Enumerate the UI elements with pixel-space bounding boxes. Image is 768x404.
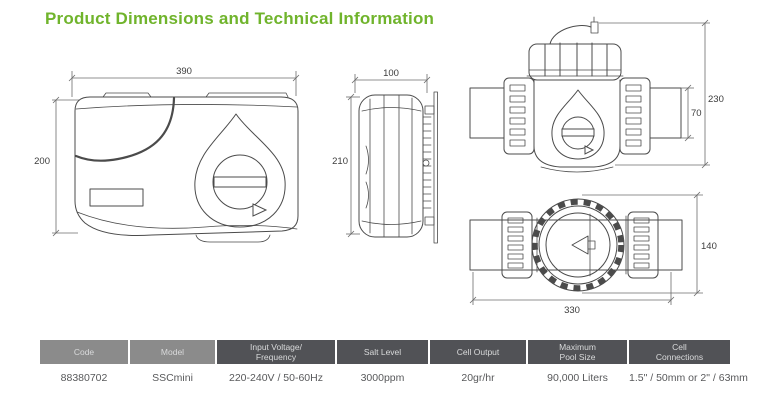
header-line: Model xyxy=(160,347,185,357)
cell-length-dim-label: 330 xyxy=(564,305,580,316)
header-line: Connections xyxy=(655,352,704,362)
cell-value: 90,000 Liters xyxy=(547,372,608,384)
cell-total-height-dim-label: 230 xyxy=(708,94,724,105)
spec-table: Code 88380702 Model SSCmini Input Voltag… xyxy=(40,340,748,384)
cell-value: SSCmini xyxy=(152,372,193,384)
header-line: Input Voltage/ xyxy=(250,342,302,352)
column-header: Salt Level xyxy=(337,340,428,364)
cell-value: 20gr/hr xyxy=(461,372,495,384)
header-line: Frequency xyxy=(255,352,297,362)
cell-side-view-drawing: 70 230 xyxy=(469,16,724,173)
cell-top-height-dim-label: 140 xyxy=(701,241,717,252)
column-header: Code xyxy=(40,340,128,364)
side-width-dim-label: 100 xyxy=(383,68,399,79)
column-header: Cell Output xyxy=(430,340,526,364)
spec-column-salt-level: Salt Level 3000ppm xyxy=(337,340,428,384)
spec-column-cell-output: Cell Output 20gr/hr xyxy=(430,340,526,384)
front-width-dim-label: 390 xyxy=(176,66,192,77)
spec-column-model: Model SSCmini xyxy=(130,340,215,384)
column-header: Model xyxy=(130,340,215,364)
side-view-drawing: 100 210 xyxy=(332,68,438,244)
cell-value: 1.5" / 50mm or 2" / 63mm xyxy=(629,372,748,384)
header-line: Cell Output xyxy=(456,347,500,357)
cell-top-view-drawing: 140 330 xyxy=(469,191,717,316)
spec-column-maximum-pool-size: Maximum Pool Size 90,000 Liters xyxy=(528,340,627,384)
header-line: Maximum xyxy=(559,342,596,352)
front-view-drawing: 390 200 xyxy=(34,66,300,243)
cell-value: 88380702 xyxy=(60,372,108,384)
column-header: Input Voltage/ Frequency xyxy=(217,340,335,364)
header-line: Cell xyxy=(672,342,687,352)
header-line: Code xyxy=(73,347,95,357)
technical-drawings: 390 200 xyxy=(34,16,724,316)
spec-column-code: Code 88380702 xyxy=(40,340,128,384)
spec-column-input-voltage: Input Voltage/ Frequency 220-240V / 50-6… xyxy=(217,340,335,384)
cell-value: 220-240V / 50-60Hz xyxy=(229,372,323,384)
header-line: Salt Level xyxy=(363,347,402,357)
column-header: Maximum Pool Size xyxy=(528,340,627,364)
cell-pipe-height-dim-label: 70 xyxy=(691,108,702,119)
drop-logo-icon xyxy=(194,113,286,228)
cell-value: 3000ppm xyxy=(360,372,405,384)
drop-logo-icon xyxy=(551,89,605,160)
front-height-dim-label: 200 xyxy=(34,156,50,167)
side-height-dim-label: 210 xyxy=(332,156,348,167)
page-title: Product Dimensions and Technical Informa… xyxy=(45,9,435,28)
header-line: Pool Size xyxy=(559,352,596,362)
column-header: Cell Connections xyxy=(629,340,730,364)
spec-column-cell-connections: Cell Connections 1.5" / 50mm or 2" / 63m… xyxy=(629,340,748,384)
